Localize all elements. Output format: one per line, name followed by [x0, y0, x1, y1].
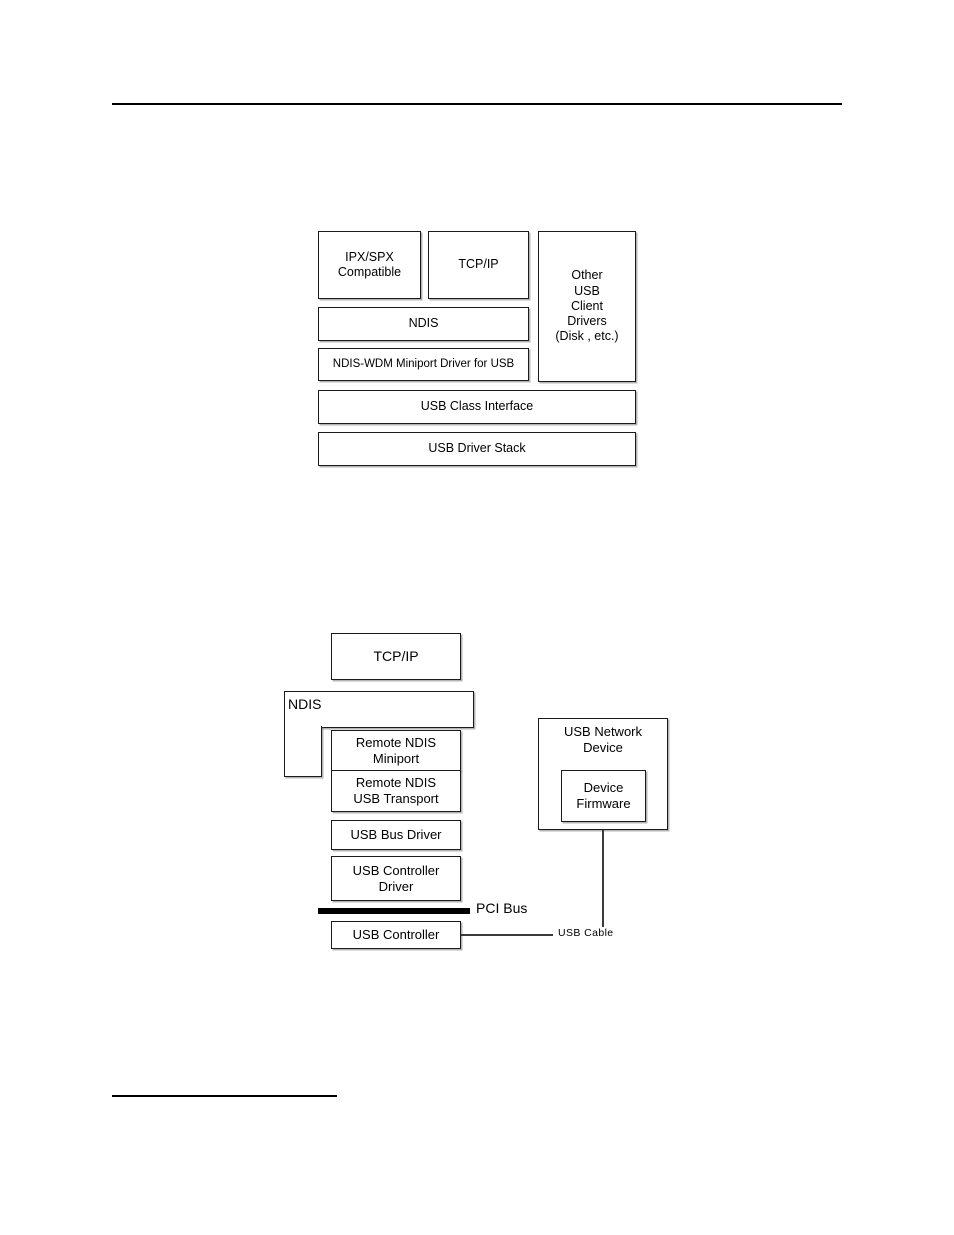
box-other-usb-client-drivers: Other USB Client Drivers (Disk , etc.)	[538, 231, 636, 382]
box-label: USB Class Interface	[420, 399, 534, 414]
diagram-ndis-wdm-usb-architecture: IPX/SPX Compatible TCP/IP Other USB Clie…	[0, 0, 954, 500]
ndis-left-leg	[284, 726, 322, 777]
ndis-top-bar	[284, 691, 474, 728]
pci-bus-line	[318, 908, 470, 914]
box-ndis: NDIS	[318, 307, 529, 341]
box-label: Remote NDIS Miniport	[355, 734, 437, 766]
box-label: USB Controller	[352, 927, 440, 943]
box-label: USB Controller Driver	[352, 862, 440, 894]
box-usb-controller: USB Controller	[331, 921, 461, 949]
footnote-separator-rule	[112, 1095, 337, 1097]
pci-bus-label: PCI Bus	[476, 900, 528, 916]
box-usb-class-interface: USB Class Interface	[318, 390, 636, 424]
box-ndis-wdm-miniport-driver-for-usb: NDIS-WDM Miniport Driver for USB	[318, 348, 529, 381]
box-tcpip: TCP/IP	[331, 633, 461, 680]
box-label: Other USB Client Drivers (Disk , etc.)	[555, 268, 619, 344]
box-label: TCP/IP	[373, 647, 419, 664]
box-label: TCP/IP	[458, 257, 499, 272]
box-label: NDIS	[288, 696, 322, 712]
box-label: USB Bus Driver	[350, 827, 442, 843]
box-remote-ndis-usb-transport: Remote NDIS USB Transport	[331, 770, 461, 812]
box-label: NDIS-WDM Miniport Driver for USB	[332, 358, 515, 371]
box-ipx-spx-compatible: IPX/SPX Compatible	[318, 231, 421, 299]
diagram-remote-ndis-usb-architecture: TCP/IP NDIS Remote NDIS Miniport Remote …	[284, 633, 668, 949]
box-tcpip: TCP/IP	[428, 231, 529, 299]
box-device-firmware: Device Firmware	[561, 770, 646, 822]
box-remote-ndis-miniport: Remote NDIS Miniport	[331, 730, 461, 771]
box-label: Device Firmware	[576, 780, 631, 811]
usb-cable-label: USB Cable	[556, 927, 616, 939]
usb-cable-vertical-line	[602, 830, 604, 935]
box-label: USB Network Device	[563, 724, 643, 755]
box-usb-driver-stack: USB Driver Stack	[318, 432, 636, 466]
box-ndis-l-shape: NDIS	[284, 691, 474, 777]
box-label: Remote NDIS USB Transport	[353, 775, 439, 806]
box-label: IPX/SPX Compatible	[337, 249, 402, 279]
usb-cable-horizontal-line	[461, 934, 553, 936]
box-label: USB Driver Stack	[428, 441, 526, 456]
box-label: NDIS	[408, 316, 439, 331]
box-usb-bus-driver: USB Bus Driver	[331, 820, 461, 850]
box-usb-controller-driver: USB Controller Driver	[331, 856, 461, 901]
header-horizontal-rule	[112, 103, 842, 105]
